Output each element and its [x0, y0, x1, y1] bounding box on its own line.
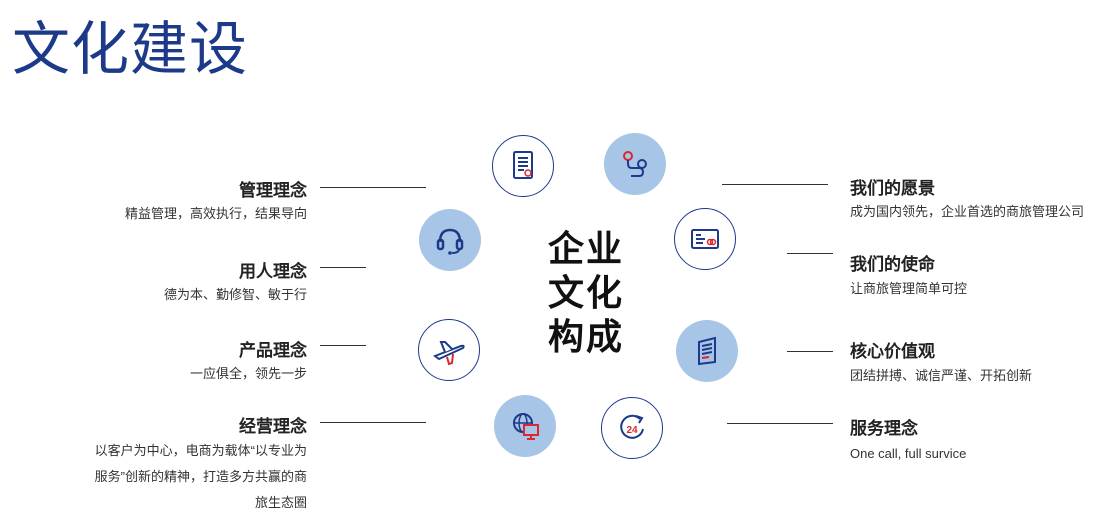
item-desc-vision: 成为国内领先，企业首选的商旅管理公司: [850, 204, 1085, 219]
airplane-circle: [418, 319, 480, 381]
center-title: 企业 文化 构成: [548, 228, 628, 360]
item-title-mission: 我们的使命: [850, 255, 935, 274]
item-desc-product: 一应俱全，领先一步: [189, 366, 307, 381]
item-title-values: 核心价值观: [850, 342, 935, 361]
globe-monitor-icon: [513, 413, 539, 440]
item-title-hiring: 用人理念: [239, 262, 307, 281]
item-title-vision: 我们的愿景: [850, 179, 935, 198]
route-icon: [623, 151, 647, 177]
card-circle: [674, 208, 736, 270]
center-title-line: 构成: [548, 317, 625, 358]
desc-line: 旅生态圈: [254, 495, 307, 510]
connector-line: [320, 187, 426, 188]
24-hour-circle: 24: [601, 397, 663, 459]
connector-line: [722, 184, 828, 185]
item-title-service: 服务理念: [850, 419, 918, 438]
document-circle: [492, 135, 554, 197]
connector-line: [787, 351, 833, 352]
desc-line: 服务”创新的精神，打造多方共赢的商: [94, 469, 307, 484]
item-title-management: 管理理念: [239, 181, 307, 200]
files-circle: [676, 320, 738, 382]
svg-text:24: 24: [626, 425, 638, 436]
document-icon: [513, 151, 533, 179]
item-desc-management: 精益管理，高效执行，结果导向: [124, 206, 307, 221]
connector-line: [727, 423, 833, 424]
item-desc-service: One call, full survice: [850, 446, 967, 461]
card-icon: [691, 229, 719, 249]
item-title-product: 产品理念: [239, 341, 307, 360]
connector-line: [320, 345, 366, 346]
files-icon: [698, 336, 716, 366]
airplane-icon: [432, 341, 465, 366]
item-desc-mission: 让商旅管理简单可控: [850, 281, 968, 296]
desc-line: 以客户为中心，电商为载体“以专业为: [94, 443, 307, 458]
center-title-line: 文化: [548, 273, 625, 314]
item-desc-values: 团结拼搏、诚信严谨、开拓创新: [850, 368, 1033, 383]
item-desc-hiring: 德为本、勤修智、敏于行: [163, 287, 307, 302]
item-title-operation: 经营理念: [239, 417, 307, 436]
item-desc-operation: 以客户为中心，电商为载体“以专业为 服务”创新的精神，打造多方共赢的商 旅生态圈: [95, 438, 307, 516]
connector-line: [320, 267, 366, 268]
page-title: 文化建设: [12, 15, 249, 83]
globe-monitor-circle: [494, 395, 556, 457]
route-circle: [604, 133, 666, 195]
24-hour-icon: 24: [620, 414, 644, 439]
connector-line: [787, 253, 833, 254]
headset-icon: [436, 228, 464, 255]
connector-line: [320, 422, 426, 423]
center-title-line: 企业: [548, 229, 625, 270]
headset-circle: [419, 209, 481, 271]
